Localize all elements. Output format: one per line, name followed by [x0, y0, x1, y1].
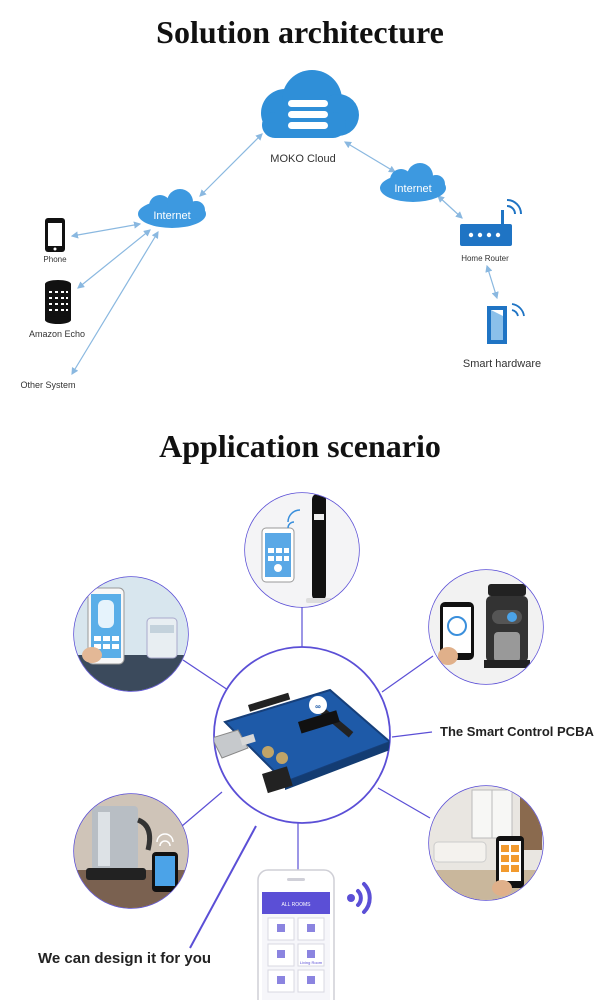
internet-cloud-left-icon: [138, 189, 206, 228]
architecture-connectors: [70, 133, 499, 376]
phone-label: Phone: [43, 255, 67, 264]
scenario-fan-app-image: [244, 492, 360, 608]
spoke-left-upper: [182, 659, 229, 691]
internet-cloud-right-icon: [380, 163, 446, 202]
spoke-pcba-label: [391, 731, 433, 738]
spoke-left-lower: [181, 791, 223, 827]
app-header: ALL ROOMS: [282, 902, 312, 908]
scenario-living-room-image: [428, 785, 544, 901]
scenario-spokes: [181, 607, 434, 949]
router-icon: [460, 199, 522, 246]
scenario-kettle-image: [73, 793, 189, 909]
hardware-label: Smart hardware: [463, 358, 541, 370]
wifi-icon: [347, 882, 372, 914]
architecture-heading: Solution architecture: [156, 14, 444, 50]
other-system-label: Other System: [20, 380, 75, 390]
echo-label: Amazon Echo: [29, 329, 85, 339]
line-internet-router: [437, 195, 463, 219]
line-internet-other: [71, 230, 159, 376]
spoke-right-lower: [377, 787, 431, 819]
svg-text:∞: ∞: [315, 702, 321, 711]
scenario-app-phone-image: ALL ROOMS Living Room: [257, 869, 335, 1000]
scenario-coffee-machine-image: [428, 569, 544, 685]
line-internet-cloud: [199, 133, 263, 197]
smart-hardware-icon: [487, 303, 525, 344]
moko-cloud-icon: [261, 70, 359, 138]
scenario-humidifier-image: [73, 576, 189, 692]
internet-left-label: Internet: [153, 210, 190, 222]
line-internet-echo: [77, 229, 151, 289]
amazon-echo-icon: [45, 280, 71, 324]
line-cloud-internet-right: [343, 141, 397, 173]
pcba-label: The Smart Control PCBA: [440, 724, 594, 739]
spoke-right-upper: [381, 655, 434, 693]
app-room-label: Living Room: [300, 960, 323, 965]
line-router-hardware: [485, 264, 499, 300]
design-label: We can design it for you: [38, 950, 212, 967]
router-label: Home Router: [461, 254, 509, 263]
scenario-heading: Application scenario: [159, 428, 441, 464]
smart-control-pcba-image: ∞: [213, 646, 391, 824]
line-internet-phone: [70, 221, 142, 239]
cloud-label: MOKO Cloud: [270, 153, 335, 165]
spoke-design-label: [189, 825, 257, 949]
internet-right-label: Internet: [394, 183, 431, 195]
phone-icon: [45, 218, 65, 252]
